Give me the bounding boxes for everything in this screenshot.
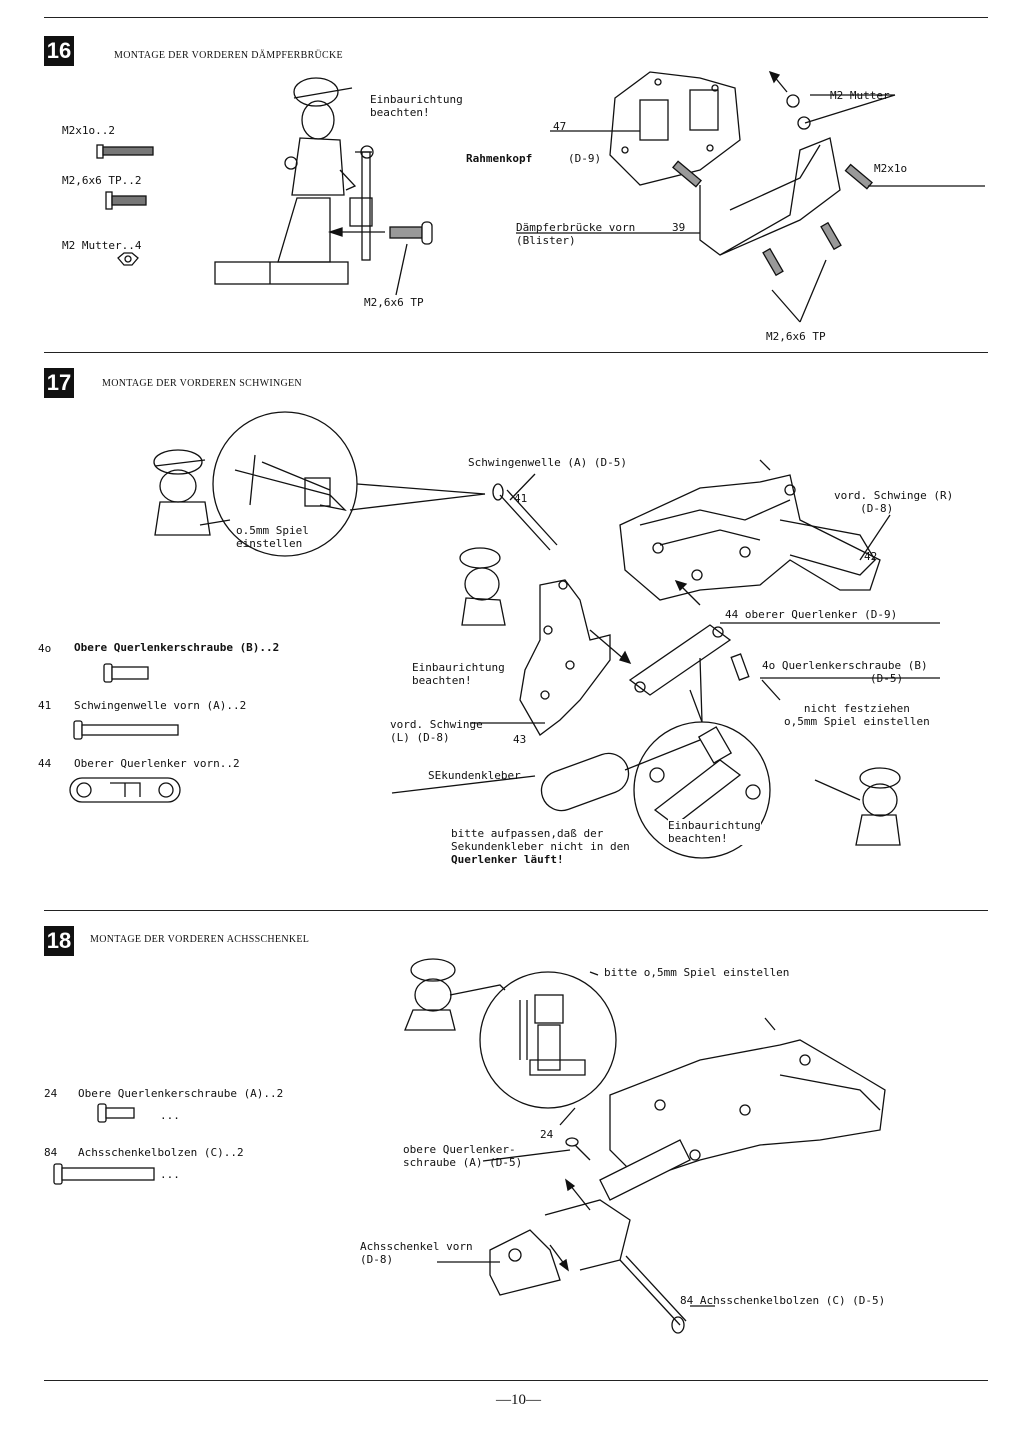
label-m2-mutter: M2 Mutter — [830, 89, 890, 102]
part-40-name: Obere Querlenkerschraube (B)..2 — [74, 641, 280, 654]
achs-line-1: Achsschenkel vorn — [360, 1240, 473, 1253]
einbau2-line-2: beachten! — [668, 832, 728, 845]
vord-r-line-2: (D-8) — [860, 502, 894, 515]
label-oberer-querlenker: 44 oberer Querlenker (D-9) — [725, 608, 898, 621]
callout-spiel: o.5mm Spiel einstellen — [236, 524, 309, 550]
step-16-assembly-drawing — [516, 70, 985, 323]
vord-l-line-2: (L) (D-8) — [390, 731, 450, 744]
daempfer-line-2: (Blister) — [516, 234, 576, 247]
daempfer-line-1: Dämpferbrücke vorn — [516, 221, 636, 234]
part-84-name: Achsschenkelbolzen (C)..2 — [78, 1146, 244, 1159]
label-nicht-festziehen: nicht festziehen o,5mm Spiel einstellen — [784, 702, 930, 728]
nicht-line-2: o,5mm Spiel einstellen — [784, 715, 930, 728]
label-part-41: 41 — [514, 492, 528, 505]
spiel-line-2: einstellen — [236, 537, 303, 550]
ellipsis-24: ... — [160, 1109, 180, 1122]
nicht-line-1: nicht festziehen — [803, 702, 910, 715]
step-number-18: 18 — [44, 926, 74, 956]
achs-line-2: (D-8) — [360, 1253, 394, 1266]
part-84-num: 84 — [44, 1146, 58, 1159]
section-divider-17-18 — [44, 910, 988, 911]
label-querlenkerschraube-b: 4o Querlenkerschraube (B) (D-5) — [762, 659, 928, 685]
label-sekundenkleber: SEkundenkleber — [428, 769, 521, 782]
schraube-b-line-1: 4o Querlenkerschraube (B) — [762, 659, 928, 672]
label-m26x6-tp-left: M2,6x6 TP — [364, 296, 424, 309]
step-18-title: MONTAGE DER VORDEREN ACHSSCHENKEL — [90, 934, 310, 945]
part-m2-mutter: M2 Mutter..4 — [62, 239, 142, 252]
step-18-drawings: ... ... — [53, 958, 886, 1334]
bitte-line-1: bitte aufpassen,daß der — [451, 827, 604, 840]
label-part-24: 24 — [540, 1128, 554, 1141]
label-m2x10: M2x1o — [874, 162, 908, 175]
obere-line-1: obere Querlenker- — [403, 1143, 516, 1156]
part-44-num: 44 — [38, 757, 52, 770]
step-number-17: 17 — [44, 368, 74, 398]
label-part-43: 43 — [513, 733, 527, 746]
part-41-name: Schwingenwelle vorn (A)..2 — [74, 699, 247, 712]
label-bitte-spiel: bitte o,5mm Spiel einstellen — [604, 966, 790, 979]
step-16-parts-drawing — [96, 77, 433, 296]
part-24-name: Obere Querlenkerschraube (A)..2 — [78, 1087, 284, 1100]
top-rule — [44, 17, 988, 18]
label-achsschenkel: Achsschenkel vorn (D-8) — [360, 1240, 473, 1266]
einbau2-line-1: Einbaurichtung — [668, 819, 761, 832]
page-number: —10— — [496, 1392, 541, 1408]
bitte-line-2: Sekundenkleber nicht in den — [451, 840, 630, 853]
part-44-name: Oberer Querlenker vorn..2 — [74, 757, 240, 770]
label-daempferbruecke: Dämpferbrücke vorn (Blister) — [516, 221, 635, 247]
obere-line-2: schraube (A) (D-5) — [403, 1156, 523, 1169]
label-m26x6-tp-right: M2,6x6 TP — [766, 330, 826, 343]
part-41-num: 41 — [38, 699, 52, 712]
label-vord-schwinge-l: vord. Schwinge (L) (D-8) — [390, 718, 483, 744]
step-16-title: MONTAGE DER VORDEREN DÄMPFERBRÜCKE — [114, 50, 343, 61]
part-m2x10: M2x1o..2 — [62, 124, 115, 137]
label-einbaurichtung-magnifier: Einbaurichtung beachten! — [668, 819, 761, 845]
part-m26x6: M2,6x6 TP..2 — [62, 174, 142, 187]
callout-line-1: Einbaurichtung — [370, 93, 463, 106]
step-number-16: 16 — [44, 36, 74, 66]
callout-einbaurichtung: Einbaurichtung beachten! — [370, 93, 463, 119]
part-40-num: 4o — [38, 642, 52, 655]
step-17-title: MONTAGE DER VORDEREN SCHWINGEN — [102, 378, 302, 389]
label-rahmenkopf: Rahmenkopf — [466, 152, 533, 165]
einbau-17-line-1: Einbaurichtung — [412, 661, 505, 674]
vord-l-line-1: vord. Schwinge — [390, 718, 483, 731]
callout-line-2: beachten! — [370, 106, 430, 119]
label-vord-schwinge-r: vord. Schwinge (R) (D-8) — [834, 489, 953, 515]
label-d9: (D-9) — [568, 152, 602, 165]
label-part-39: 39 — [672, 221, 686, 234]
vord-r-line-1: vord. Schwinge (R) — [834, 489, 954, 502]
warning-bitte-aufpassen: bitte aufpassen,daß der Sekundenkleber n… — [451, 827, 630, 866]
part-24-num: 24 — [44, 1087, 58, 1100]
section-divider-16-17 — [44, 352, 988, 353]
spiel-line-1: o.5mm Spiel — [236, 524, 309, 537]
label-einbaurichtung-17: Einbaurichtung beachten! — [412, 661, 505, 687]
label-achsschenkelbolzen: 84 Achsschenkelbolzen (C) (D-5) — [680, 1294, 886, 1307]
bottom-rule — [44, 1380, 988, 1381]
label-schwingenwelle: Schwingenwelle (A) (D-5) — [468, 456, 627, 469]
einbau-17-line-2: beachten! — [412, 674, 472, 687]
schraube-b-line-2: (D-5) — [870, 672, 904, 685]
label-part-47: 47 — [553, 120, 567, 133]
step-17-drawings — [69, 411, 940, 859]
bitte-line-3: Querlenker läuft! — [451, 853, 564, 866]
label-obere-querlenker: obere Querlenker- schraube (A) (D-5) — [403, 1143, 522, 1169]
label-part-42: 42 — [864, 550, 878, 563]
ellipsis-84: ... — [160, 1168, 180, 1181]
